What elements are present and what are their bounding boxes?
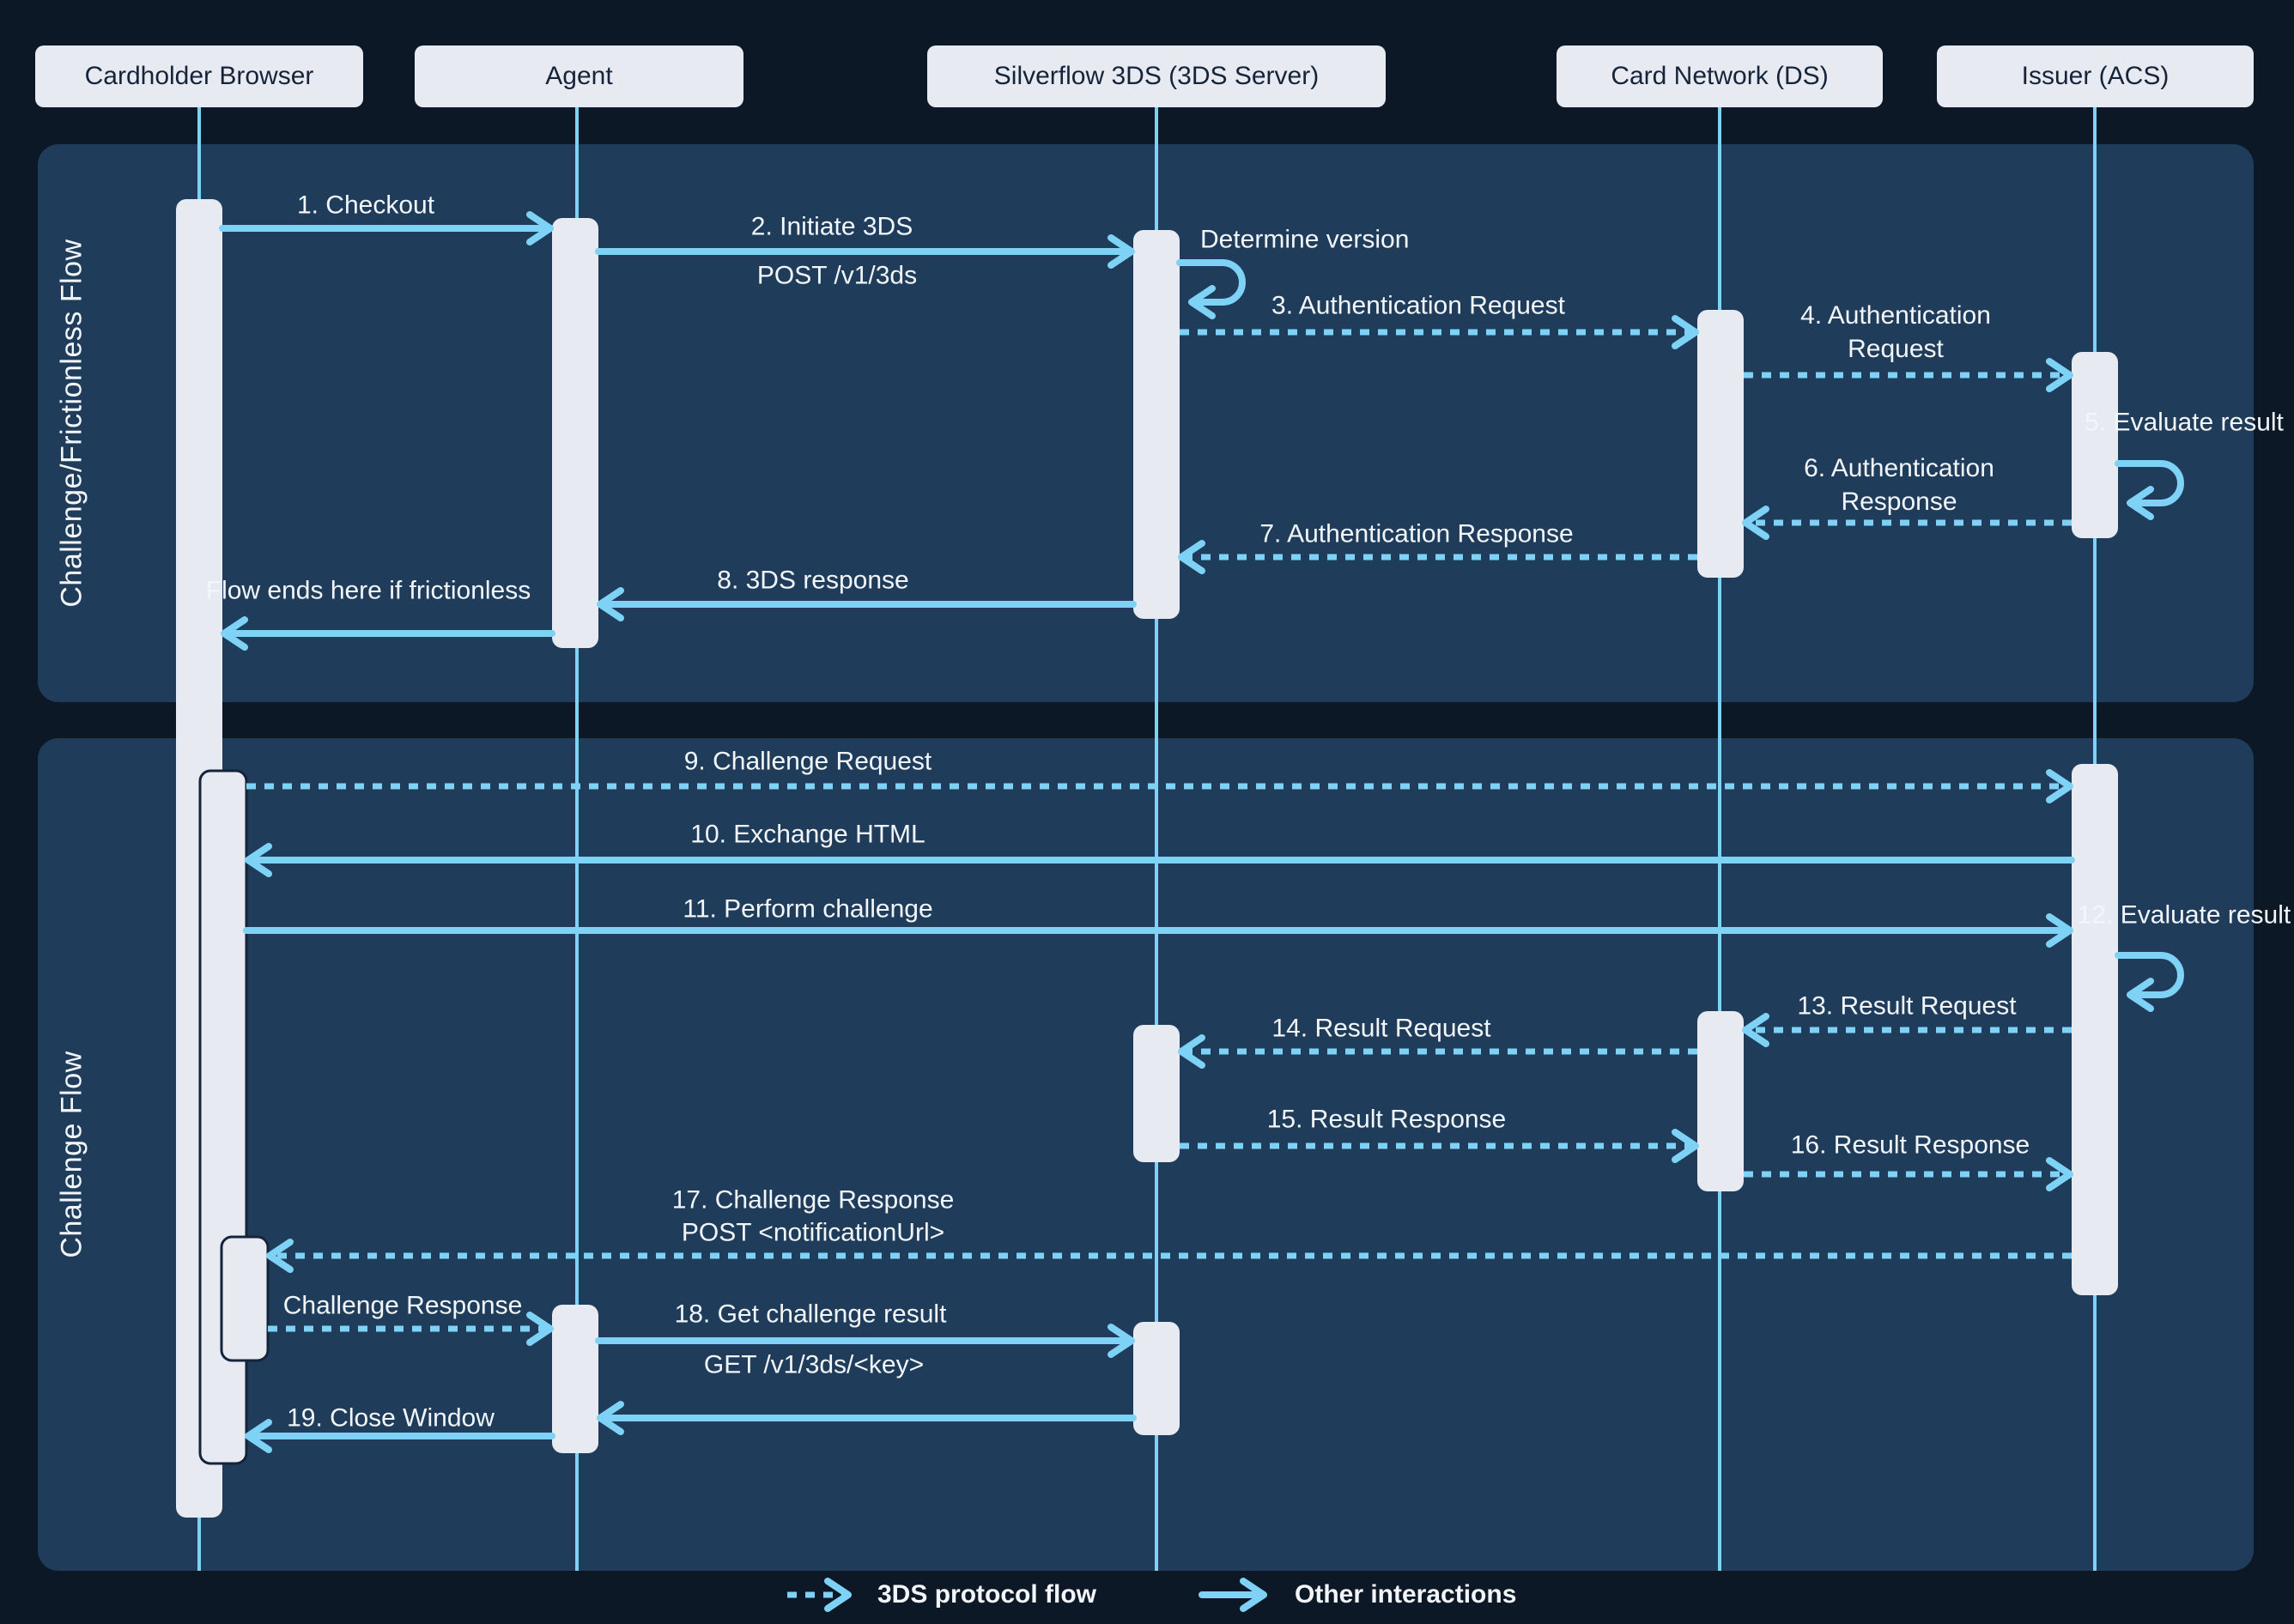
dotted-arrows: [246, 315, 2073, 1346]
actor-label: Card Network (DS): [1611, 62, 1829, 90]
label-12-evaluate-result: 12. Evaluate result: [2077, 900, 2291, 930]
label-10-exchange-html: 10. Exchange HTML: [690, 820, 925, 849]
activation-3ds-server-1: [1133, 230, 1180, 619]
actor-label: Agent: [545, 62, 613, 90]
actor-cardholder-browser: Cardholder Browser: [35, 45, 363, 107]
label-18-get-v1-3ds-key: GET /v1/3ds/<key>: [703, 1350, 925, 1379]
actor-agent: Agent: [415, 45, 743, 107]
activation-cardholder-nested-2: [220, 1235, 270, 1362]
self-loops: [1176, 259, 2184, 1012]
actor-issuer: Issuer (ACS): [1937, 45, 2254, 107]
actor-label: Issuer (ACS): [2021, 62, 2170, 90]
activation-issuer-1: [2072, 352, 2118, 538]
label-7-auth-response: 7. Authentication Response: [1259, 519, 1574, 548]
activation-bars: [176, 199, 2118, 1518]
label-14-result-request: 14. Result Request: [1271, 1014, 1491, 1043]
activation-card-network-2: [1697, 1011, 1744, 1191]
activation-3ds-server-3: [1133, 1322, 1180, 1435]
label-4-auth-request: 4. Authentication Request: [1800, 301, 1991, 363]
label-19-close-window: 19. Close Window: [287, 1403, 495, 1433]
label-challenge-response: Challenge Response: [282, 1291, 523, 1320]
label-determine-version: Determine version: [1200, 225, 1410, 254]
activation-card-network-1: [1697, 310, 1744, 578]
actor-label: Cardholder Browser: [84, 62, 314, 90]
label-17-post-notification-url: POST <notificationUrl>: [681, 1218, 945, 1247]
label-18-get-challenge-result: 18. Get challenge result: [674, 1300, 947, 1329]
loop-5-evaluate-result: [2115, 460, 2184, 520]
solid-arrows: [219, 211, 2075, 1453]
activation-agent-2: [552, 1305, 598, 1453]
label-16-result-response: 16. Result Response: [1790, 1130, 2030, 1160]
label-1-checkout: 1. Checkout: [296, 191, 435, 220]
legend-dotted-label: 3DS protocol flow: [877, 1580, 1096, 1609]
label-flow-ends-note: Flow ends here if frictionless: [205, 576, 531, 605]
actor-card-network: Card Network (DS): [1557, 45, 1883, 107]
label-5-evaluate-result: 5. Evaluate result: [2085, 408, 2284, 437]
actor-3ds-server: Silverflow 3DS (3DS Server): [927, 45, 1386, 107]
label-13-result-request: 13. Result Request: [1797, 991, 2017, 1021]
label-11-perform-challenge: 11. Perform challenge: [683, 894, 933, 924]
label-15-result-response: 15. Result Response: [1266, 1105, 1507, 1134]
label-6-auth-response: 6. Authentication Response: [1804, 454, 1994, 516]
actor-label: Silverflow 3DS (3DS Server): [993, 62, 1320, 90]
activation-agent-1: [552, 218, 598, 648]
legend-solid-label: Other interactions: [1295, 1580, 1517, 1609]
label-9-challenge-request: 9. Challenge Request: [683, 747, 932, 776]
loop-12-evaluate-result: [2115, 952, 2184, 1012]
label-3-auth-request: 3. Authentication Request: [1271, 291, 1565, 320]
label-8-3ds-response: 8. 3DS response: [717, 566, 909, 595]
activation-issuer-2: [2072, 764, 2118, 1295]
loop-determine-version: [1176, 259, 1246, 319]
label-2-initiate-3ds: 2. Initiate 3DS: [750, 212, 913, 241]
activation-3ds-server-2: [1133, 1025, 1180, 1162]
label-2-post-v1-3ds: POST /v1/3ds: [756, 261, 918, 290]
label-17-challenge-response: 17. Challenge Response: [671, 1185, 955, 1215]
